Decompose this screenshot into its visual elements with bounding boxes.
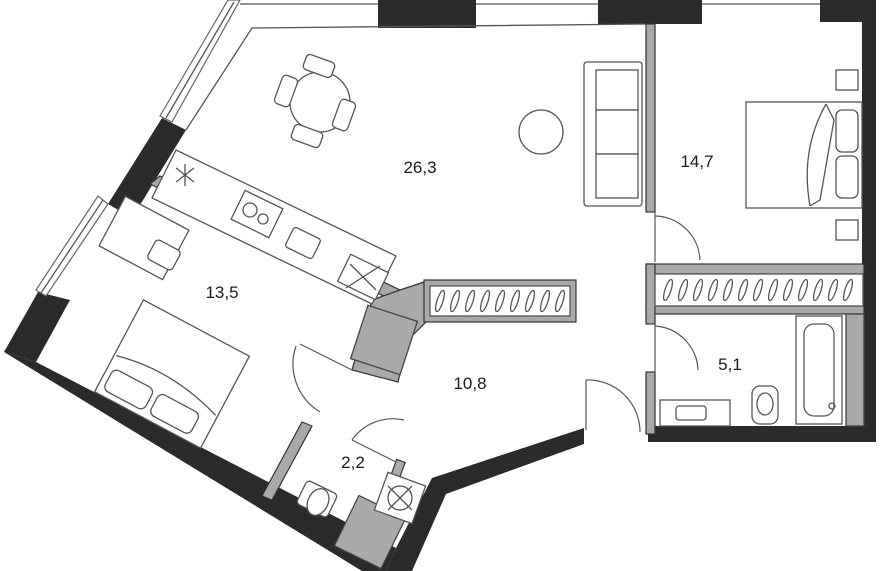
hanger-icon xyxy=(554,289,566,313)
burner-icon xyxy=(257,213,269,225)
wc-wall-left xyxy=(261,421,313,501)
blanket-fold xyxy=(806,103,827,207)
wardrobe-right xyxy=(654,273,864,307)
left-upper-wall xyxy=(108,118,186,218)
hanger-icon xyxy=(737,278,749,302)
bathroom-wall-left xyxy=(645,371,656,435)
area-label-bedroom-left: 13,5 xyxy=(205,283,238,302)
wardrobe-wall-bottom xyxy=(645,305,865,315)
door-wc xyxy=(351,418,405,463)
blanket-fold xyxy=(115,354,217,416)
range-hood-icon xyxy=(175,164,195,186)
hallway-wardrobe-hangers xyxy=(434,289,566,313)
left-wall-segment xyxy=(4,292,70,362)
nightstand xyxy=(835,219,859,241)
burner-icon xyxy=(242,202,258,218)
hanger-icon xyxy=(827,278,839,302)
door-bedroom-right xyxy=(654,212,701,262)
hanger-icon xyxy=(797,278,809,302)
hanger-icon xyxy=(524,289,536,313)
bathroom-fixtures xyxy=(659,315,843,427)
hanger-icon xyxy=(479,289,491,313)
hanger-icon xyxy=(692,278,704,302)
hanger-icon xyxy=(449,289,461,313)
area-label-bathroom: 5,1 xyxy=(718,355,742,374)
exterior-walls xyxy=(4,0,876,571)
hanger-icon xyxy=(782,278,794,302)
washer-drum-icon xyxy=(387,485,413,511)
hanger-icon xyxy=(539,289,551,313)
toilet-bowl xyxy=(756,392,774,416)
room-labels: 26,3 14,7 13,5 10,8 5,1 2,2 xyxy=(205,152,741,472)
bedroom-right-furniture xyxy=(745,69,863,241)
bedroom-left-furniture xyxy=(93,195,251,449)
hanger-icon xyxy=(662,278,674,302)
double-bed-left xyxy=(93,299,251,449)
hanger-icon xyxy=(842,278,854,302)
hanger-icon xyxy=(707,278,719,302)
area-label-hallway: 10,8 xyxy=(453,374,486,393)
hanger-icon xyxy=(767,278,779,302)
bathtub-basin xyxy=(803,323,835,417)
cabinet-hallway xyxy=(349,304,419,376)
area-label-living: 26,3 xyxy=(403,158,436,177)
top-wall-segment xyxy=(598,0,702,24)
chair xyxy=(290,123,324,149)
wardrobe-right-body xyxy=(654,273,864,307)
kitchen xyxy=(151,149,397,305)
desk-chair xyxy=(147,239,181,271)
hanger-icon xyxy=(434,289,446,313)
door-bathroom xyxy=(654,324,699,372)
sofa-cushion xyxy=(595,69,639,111)
chair xyxy=(331,98,357,132)
chair xyxy=(302,53,336,79)
coffee-table xyxy=(518,109,564,155)
pillow xyxy=(835,109,859,153)
windows xyxy=(35,0,820,297)
bathroom-bottom-wall xyxy=(648,426,876,442)
wardrobe-wall-top xyxy=(645,263,865,275)
bottom-left-wall xyxy=(4,352,396,571)
bathroom-vanity xyxy=(659,399,731,427)
pillow xyxy=(835,155,859,199)
chair xyxy=(273,74,299,108)
hanger-icon xyxy=(752,278,764,302)
door-bedroom-left xyxy=(292,343,353,413)
door-entrance xyxy=(585,379,641,433)
toilet-bowl xyxy=(306,488,330,516)
hanger-icon xyxy=(722,278,734,302)
pillow xyxy=(150,393,200,434)
hanger-icon xyxy=(494,289,506,313)
area-label-bedroom-right: 14,7 xyxy=(680,152,713,171)
bedroom-partition xyxy=(645,23,656,213)
nightstand xyxy=(835,69,859,91)
cooktop xyxy=(230,189,284,239)
drain-icon xyxy=(828,402,836,410)
blanket-edge xyxy=(809,103,835,207)
bottom-right-wall xyxy=(386,428,584,571)
doors xyxy=(292,212,701,463)
pillow xyxy=(104,369,154,410)
top-wall-segment xyxy=(820,0,876,22)
bathroom-shaft xyxy=(845,313,865,427)
hanger-icon xyxy=(464,289,476,313)
wc-fixtures xyxy=(296,471,427,570)
hanger-icon xyxy=(812,278,824,302)
sofa-cushion xyxy=(595,109,639,155)
hanger-icon xyxy=(677,278,689,302)
top-wall-segment xyxy=(378,0,476,28)
area-label-wc: 2,2 xyxy=(341,453,365,472)
wardrobe-wall-left xyxy=(645,263,656,325)
bathroom-sink xyxy=(675,405,707,421)
sofa-cushion xyxy=(595,153,639,199)
kitchen-sink xyxy=(285,226,321,260)
right-wall xyxy=(862,18,876,442)
hanger-icon xyxy=(509,289,521,313)
living-furniture xyxy=(273,53,643,207)
